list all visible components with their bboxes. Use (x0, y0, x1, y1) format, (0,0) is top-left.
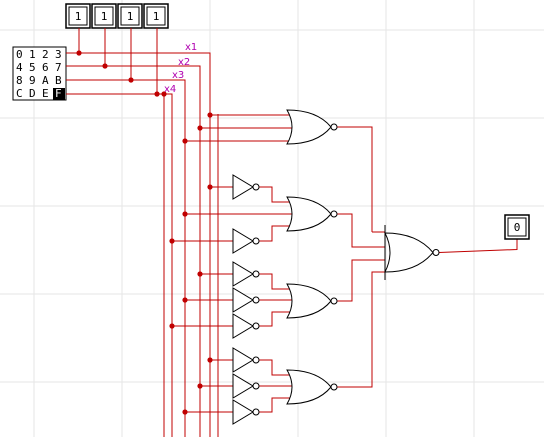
keypad-key[interactable]: 3 (55, 48, 62, 61)
keypad-selected-highlight (53, 88, 65, 100)
wire (66, 52, 211, 437)
wire-junction (161, 91, 167, 97)
inversion-bubble (252, 270, 260, 278)
input-toggle-x1[interactable]: 1 (65, 3, 91, 29)
keypad-row-0: 0 1 2 3 (16, 48, 62, 61)
wire-junction (182, 211, 188, 217)
keypad-key[interactable]: 6 (42, 61, 49, 74)
wire-junction (169, 238, 175, 244)
inversion-bubble (252, 296, 260, 304)
keypad-key[interactable]: 9 (29, 74, 36, 87)
not-gate-6[interactable] (232, 347, 254, 373)
not-gate-4[interactable] (232, 287, 254, 313)
input-value-x4: 1 (153, 10, 160, 23)
wire (66, 93, 173, 437)
keypad-key[interactable]: A (42, 74, 49, 87)
keypad-row-2: 8 9 A B (16, 74, 62, 87)
input-toggle-x3[interactable]: 1 (117, 3, 143, 29)
inversion-bubble (252, 408, 260, 416)
wire-junction (197, 271, 203, 277)
nor-gate-1[interactable] (286, 109, 332, 145)
wire-junction (197, 383, 203, 389)
wire-label-x1: x1 (185, 42, 197, 53)
not-gate-7[interactable] (232, 373, 254, 399)
wire-junction (207, 184, 213, 190)
inversion-bubble (432, 249, 440, 256)
keypad-key[interactable]: C (16, 87, 23, 100)
wire-junction (182, 138, 188, 144)
wire-labels: x1 x2 x3 x4 (164, 42, 197, 95)
input-value-x2: 1 (101, 10, 108, 23)
not-gate-1[interactable] (232, 174, 254, 200)
wire (259, 359, 292, 376)
wire (259, 225, 292, 242)
inversion-bubble (252, 356, 260, 364)
not-gate-3[interactable] (232, 261, 254, 287)
input-value-x3: 1 (127, 10, 134, 23)
nor-gate-3[interactable] (286, 283, 332, 319)
wire (66, 79, 186, 437)
not-gate-8[interactable] (232, 399, 254, 425)
wire-label-x4: x4 (164, 84, 176, 95)
nor-gate-4[interactable] (286, 369, 332, 405)
inversion-bubble (330, 210, 338, 218)
keypad-key[interactable]: 7 (55, 61, 62, 74)
keypad-key[interactable]: D (29, 87, 36, 100)
input-value-x1: 1 (75, 10, 82, 23)
keypad-key[interactable]: 5 (29, 61, 36, 74)
logic-gates (232, 109, 440, 425)
inversion-bubble (252, 322, 260, 330)
inversion-bubble (330, 297, 338, 305)
wire (259, 311, 292, 327)
keypad-key[interactable]: B (55, 74, 62, 87)
not-gate-5[interactable] (232, 313, 254, 339)
wire-junction (182, 297, 188, 303)
keypad-key[interactable]: 1 (29, 48, 36, 61)
wire-junction (182, 409, 188, 415)
wire-junction (207, 357, 213, 363)
output-value: 0 (514, 221, 521, 234)
keypad-key[interactable]: E (42, 87, 49, 100)
wire (337, 126, 373, 232)
wire (259, 186, 292, 203)
inversion-bubble (252, 183, 260, 191)
output-probe: 0 (504, 214, 530, 240)
wires (66, 28, 518, 437)
input-toggle-x2[interactable]: 1 (91, 3, 117, 29)
keypad-key[interactable]: 4 (16, 61, 23, 74)
input-toggle-x4[interactable]: 1 (143, 3, 169, 29)
wire (337, 213, 385, 248)
wire-junction (207, 112, 213, 118)
inversion-bubble (330, 383, 338, 391)
keypad-key[interactable]: 2 (42, 48, 49, 61)
keypad-key[interactable]: 8 (16, 74, 23, 87)
keypad-row-3: C D E F (16, 87, 62, 100)
wire (438, 239, 518, 253)
not-gate-2[interactable] (232, 228, 254, 254)
wire (259, 273, 292, 290)
wire (337, 259, 385, 302)
inversion-bubble (252, 382, 260, 390)
wire (337, 271, 385, 388)
wire-label-x3: x3 (172, 70, 184, 81)
keypad-key-selected[interactable]: F (55, 87, 62, 100)
nor-gate-2[interactable] (286, 196, 332, 232)
keypad-row-1: 4 5 6 7 (16, 61, 62, 74)
keypad-key[interactable]: 0 (16, 48, 23, 61)
or-gate-output[interactable] (384, 232, 434, 273)
hex-keypad[interactable]: 0 1 2 3 4 5 6 7 8 9 A B C D E F (12, 46, 67, 101)
wire (259, 397, 292, 413)
input-toggles: 1 1 1 1 (65, 3, 169, 29)
wire (66, 65, 201, 437)
wire-junction (197, 125, 203, 131)
inversion-bubble (252, 237, 260, 245)
wire-label-x2: x2 (178, 57, 190, 68)
wire-junction (169, 323, 175, 329)
inversion-bubble (330, 123, 338, 131)
